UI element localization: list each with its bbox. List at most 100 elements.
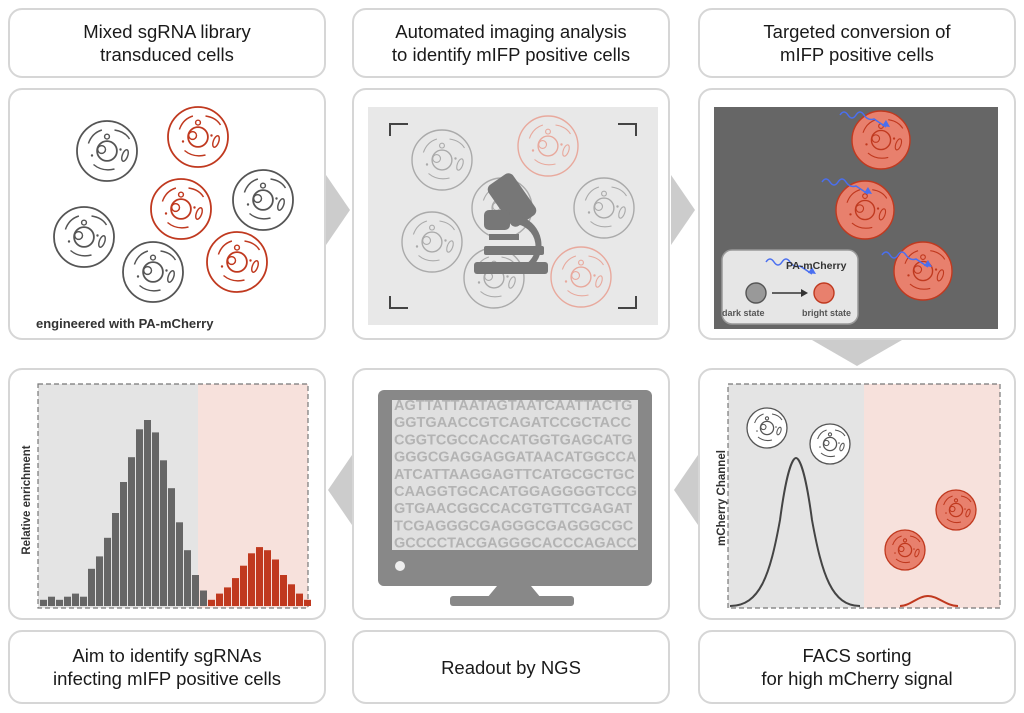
gray-peak bbox=[729, 456, 861, 607]
hist-bar-red bbox=[216, 593, 223, 606]
hist-bar-gray bbox=[184, 550, 191, 606]
hist-bar-gray bbox=[40, 599, 47, 606]
hist-bar-red bbox=[240, 565, 247, 606]
monitor-screen bbox=[392, 400, 638, 550]
sequence-line: CAAGGTGCACATGGAGGGGTCCG bbox=[394, 484, 637, 500]
cell-gray-2 bbox=[232, 169, 294, 231]
cell-red-2 bbox=[150, 178, 212, 240]
facs-cell-gray-1 bbox=[746, 407, 788, 449]
sequence-line: AGTTATTAATAGTAATCAATTACTG bbox=[394, 398, 632, 414]
step6-label: Aim to identify sgRNAs infecting mIFP po… bbox=[8, 630, 326, 704]
sequence-line: GTGAACGGCCACGTGTTCGAGAT bbox=[394, 501, 632, 517]
hist-bar-gray bbox=[80, 596, 87, 606]
arrow-right-1-icon bbox=[326, 175, 350, 245]
cell-gray-4 bbox=[122, 241, 184, 303]
field-cell-red-2 bbox=[550, 246, 612, 308]
imaging-drawing bbox=[368, 107, 658, 325]
panel-conversion: PA-mCherry dark state bright state bbox=[698, 88, 1016, 340]
hist-bar-gray bbox=[104, 537, 111, 606]
field-cell-gray-4 bbox=[463, 247, 525, 309]
light-beam-3-icon bbox=[881, 251, 932, 268]
arrow-left-1-icon bbox=[674, 455, 698, 525]
inset-bright-state: bright state bbox=[802, 308, 852, 318]
hist-bar-red bbox=[264, 550, 271, 606]
sequence-line: TCGAGGGCGAGGGCGAGGGCGC bbox=[394, 518, 634, 534]
field-cell-gray-3 bbox=[573, 177, 635, 239]
inset-box bbox=[721, 249, 859, 325]
facs-cell-red-1 bbox=[935, 489, 977, 531]
hist-bar-red bbox=[208, 599, 215, 606]
converted-cell-1 bbox=[851, 110, 911, 170]
hist-bar-red bbox=[280, 575, 287, 606]
panel-cells: engineered with PA-mCherry bbox=[8, 88, 326, 340]
step1-label: Mixed sgRNA library transduced cells bbox=[8, 8, 326, 78]
field-cell-red-1 bbox=[517, 115, 579, 177]
hist-bar-gray bbox=[136, 429, 143, 606]
cell-red-3 bbox=[206, 231, 268, 293]
facs-cell-gray-2 bbox=[809, 423, 851, 465]
hist-bar-gray bbox=[96, 556, 103, 606]
cell-gray-1 bbox=[76, 120, 138, 182]
viewfinder-corners bbox=[389, 123, 637, 309]
arrow-right-2-icon bbox=[671, 175, 695, 245]
hist-bar-gray bbox=[72, 593, 79, 606]
hist-bar-red bbox=[304, 599, 311, 606]
facs-frame bbox=[727, 383, 1001, 609]
hist-bar-gray bbox=[168, 488, 175, 606]
cell-gray-3 bbox=[53, 206, 115, 268]
hist-bar-gray bbox=[64, 596, 71, 606]
engineered-caption: engineered with PA-mCherry bbox=[36, 316, 214, 331]
monitor-neck bbox=[487, 586, 541, 598]
facs-ylabel: mCherry Channel bbox=[716, 450, 728, 546]
monitor-drawing: AGTTATTAATAGTAATCAATTACTGGGTGAACCGTCAGAT… bbox=[378, 390, 652, 606]
hist-bar-gray bbox=[176, 522, 183, 606]
arrow-down-icon bbox=[812, 340, 902, 366]
panel-histogram: Relative enrichment bbox=[8, 368, 326, 620]
step2-label: Automated imaging analysis to identify m… bbox=[352, 8, 670, 78]
sequence-line: ATCATTAAGGAGTTCATGCGCTGC bbox=[394, 467, 635, 483]
facs-gray-region bbox=[728, 384, 864, 608]
cells-drawing bbox=[53, 106, 294, 303]
inset-dark-state: dark state bbox=[722, 308, 765, 318]
power-button-icon bbox=[395, 561, 405, 571]
red-peak bbox=[899, 594, 959, 607]
sequence-line: GGTGAACCGTCAGATCCGCTACC bbox=[394, 415, 632, 431]
hist-bar-gray bbox=[48, 596, 55, 606]
hist-bar-red bbox=[248, 553, 255, 606]
facs-pink-region bbox=[864, 384, 1000, 608]
step5-label: Readout by NGS bbox=[352, 630, 670, 704]
hist-bar-red bbox=[296, 593, 303, 606]
light-beam-1-icon bbox=[839, 111, 890, 128]
hist-bar-red bbox=[256, 547, 263, 606]
converted-cell-3 bbox=[893, 241, 953, 301]
panel-facs: mCherry Channel bbox=[698, 368, 1016, 620]
histogram-ylabel: Relative enrichment bbox=[21, 445, 33, 555]
hist-bar-gray bbox=[192, 575, 199, 606]
cell-red-1 bbox=[167, 106, 229, 168]
inset-title: PA-mCherry bbox=[786, 260, 847, 272]
arrow-left-2-icon bbox=[328, 455, 352, 525]
step3-label: Targeted conversion of mIFP positive cel… bbox=[698, 8, 1016, 78]
hist-bar-gray bbox=[152, 432, 159, 606]
hist-bar-gray bbox=[112, 513, 119, 606]
hist-bar-gray bbox=[160, 460, 167, 606]
sequence-line: CGGTCGCCACCATGGTGAGCATG bbox=[394, 432, 633, 448]
hist-bar-red bbox=[224, 587, 231, 606]
hist-bar-gray bbox=[200, 590, 207, 606]
converted-cell-2 bbox=[835, 180, 895, 240]
sequence-line: GCCCCTACGAGGGCACCCAGACC bbox=[394, 536, 638, 552]
light-beam-2-icon bbox=[821, 178, 872, 195]
hist-bar-red bbox=[272, 559, 279, 606]
hist-bar-gray bbox=[88, 568, 95, 606]
sequence-text: AGTTATTAATAGTAATCAATTACTGGGTGAACCGTCAGAT… bbox=[394, 398, 638, 552]
hist-bar-gray bbox=[144, 420, 151, 606]
bright-state-dot bbox=[813, 282, 835, 304]
hist-bar-gray bbox=[120, 482, 127, 606]
state-arrow-head bbox=[801, 289, 808, 297]
histogram-drawing bbox=[37, 383, 311, 609]
sequence-line: GGGCGAGGAGGATAACATGGCCA bbox=[394, 450, 637, 466]
panel-imaging bbox=[352, 88, 670, 340]
field-cell-gray-1 bbox=[411, 129, 473, 191]
dark-state-dot bbox=[745, 282, 767, 304]
